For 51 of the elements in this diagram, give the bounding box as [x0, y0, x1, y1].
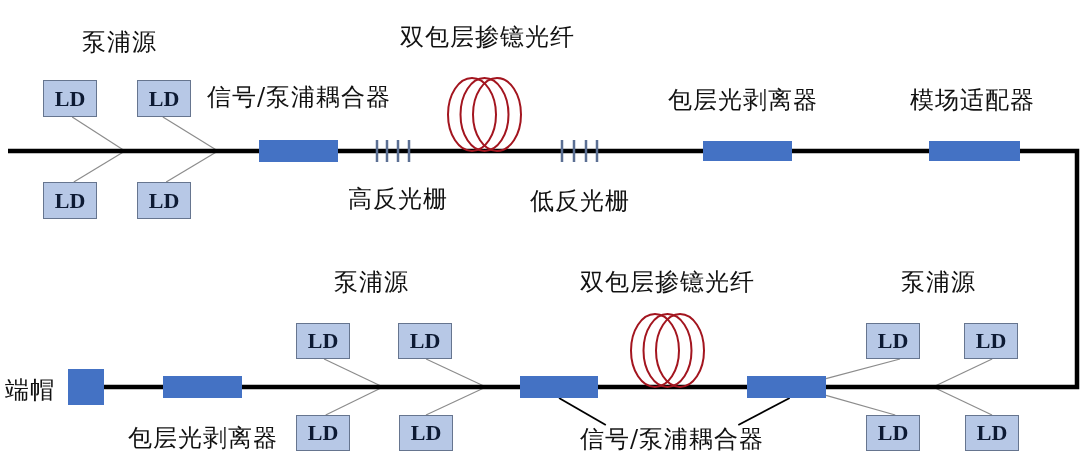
component-label: 低反光栅: [530, 187, 630, 215]
component-label: 双包层掺镱光纤: [400, 23, 575, 51]
component-block: [929, 141, 1020, 161]
component-label: 模场适配器: [910, 86, 1035, 114]
ld-box: LD: [965, 415, 1019, 451]
group-label: 泵浦源: [901, 268, 976, 296]
fiber-line: [707, 384, 747, 390]
fiber-line: [598, 384, 629, 390]
component-label: 端帽: [5, 376, 55, 404]
pump-line: [825, 358, 901, 380]
pump-line: [825, 394, 896, 416]
fiber-coil: [629, 312, 707, 390]
component-label: 包层光剥离器: [128, 424, 278, 452]
ld-box: LD: [43, 80, 97, 117]
ld-box: LD: [43, 182, 97, 219]
fiber-coil: [446, 76, 524, 154]
component-block: [163, 376, 242, 398]
ld-box: LD: [137, 182, 191, 219]
fiber-line: [601, 148, 703, 154]
component-label: 双包层掺镱光纤: [580, 268, 755, 296]
fiber-line: [242, 384, 520, 390]
component-block: [259, 140, 338, 162]
ld-box: LD: [866, 415, 920, 451]
leader-line: [737, 397, 791, 426]
grating-symbol: [373, 139, 413, 163]
component-block: [747, 376, 826, 398]
component-label: 包层光剥离器: [668, 86, 818, 114]
ld-box: LD: [399, 415, 453, 451]
component-block: [520, 376, 598, 398]
ld-box: LD: [296, 415, 350, 451]
ld-box: LD: [137, 80, 191, 117]
group-label: 泵浦源: [334, 268, 409, 296]
fiber-line: [524, 148, 558, 154]
component-label: 高反光栅: [348, 185, 448, 213]
leader-line: [558, 397, 607, 426]
fiber-line: [8, 148, 259, 154]
fiber-line: [792, 148, 929, 154]
component-label: 信号/泵浦耦合器: [207, 83, 392, 111]
component-block: [703, 141, 792, 161]
fiber-line: [104, 384, 163, 390]
fiber-line: [338, 148, 373, 154]
fiber-line: [413, 148, 446, 154]
ld-box: LD: [866, 323, 920, 359]
fiber-line: [826, 148, 1080, 390]
grating-symbol: [558, 139, 601, 163]
callout-label: 信号/泵浦耦合器: [580, 425, 765, 453]
ld-box: LD: [296, 323, 350, 359]
component-block: [68, 369, 104, 405]
group-label: 泵浦源: [82, 28, 157, 56]
ld-box: LD: [398, 323, 452, 359]
ld-box: LD: [964, 323, 1018, 359]
